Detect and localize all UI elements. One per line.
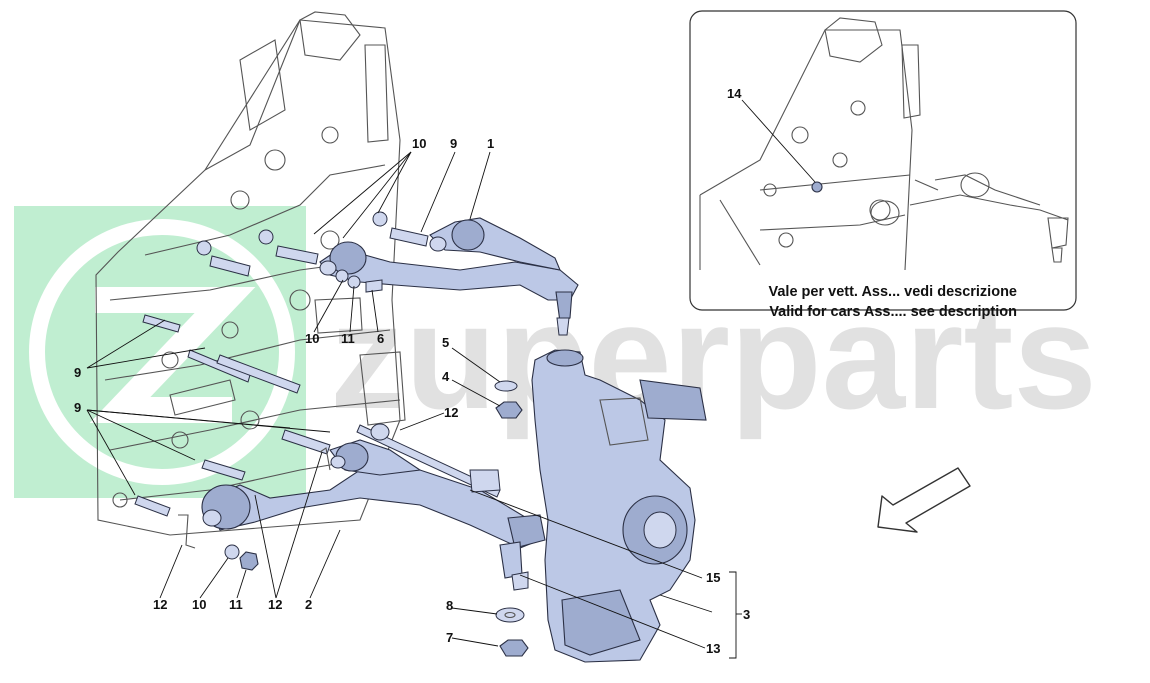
callout-10: 10 <box>412 136 426 151</box>
callout-9: 9 <box>74 365 81 380</box>
callout-6: 6 <box>377 331 384 346</box>
inset-panel: 14 Vale per vett. Ass... vedi descrizion… <box>689 10 1077 320</box>
callout-11: 11 <box>341 331 355 346</box>
callout-9: 9 <box>74 400 81 415</box>
callout-11: 11 <box>229 597 243 612</box>
callout-4: 4 <box>442 369 450 384</box>
callout-labels: 10 9 1 10 11 6 9 9 5 4 12 15 3 8 7 13 12… <box>74 136 750 656</box>
callout-8: 8 <box>446 598 453 613</box>
hub-carrier <box>531 349 707 663</box>
upper-fasteners <box>335 211 429 293</box>
callout-12: 12 <box>444 405 458 420</box>
loose-fasteners <box>178 380 529 657</box>
inset-note-italian: Vale per vett. Ass... vedi descrizione <box>769 284 1018 300</box>
callout-7: 7 <box>446 630 453 645</box>
inset-drawing <box>699 17 1069 271</box>
callout-15: 15 <box>706 570 720 585</box>
watermark-logo-square <box>14 206 306 498</box>
watermark <box>14 206 306 498</box>
watermark-logo-letter <box>89 287 256 423</box>
leader-lines <box>86 151 742 659</box>
watermark-logo-ring <box>29 219 295 485</box>
callout-13: 13 <box>706 641 720 656</box>
callout-5: 5 <box>442 335 449 350</box>
arrow-down-left-icon <box>877 467 971 533</box>
callout-12: 12 <box>268 597 282 612</box>
inset-border <box>689 10 1077 311</box>
callout-1: 1 <box>487 136 494 151</box>
callout-10: 10 <box>192 597 206 612</box>
lower-wishbone <box>201 439 546 591</box>
chassis-pins <box>134 229 331 517</box>
callout-12: 12 <box>153 597 167 612</box>
inset-note-english: Valid for cars Ass.... see description <box>769 304 1017 320</box>
tie-rod <box>356 423 501 498</box>
chassis-frame-drawing <box>95 11 406 536</box>
callout-9: 9 <box>450 136 457 151</box>
callout-3: 3 <box>743 607 750 622</box>
upper-wishbone <box>319 217 579 336</box>
inset-callout-14: 14 <box>727 86 742 101</box>
callout-10: 10 <box>305 331 319 346</box>
callout-2: 2 <box>305 597 312 612</box>
